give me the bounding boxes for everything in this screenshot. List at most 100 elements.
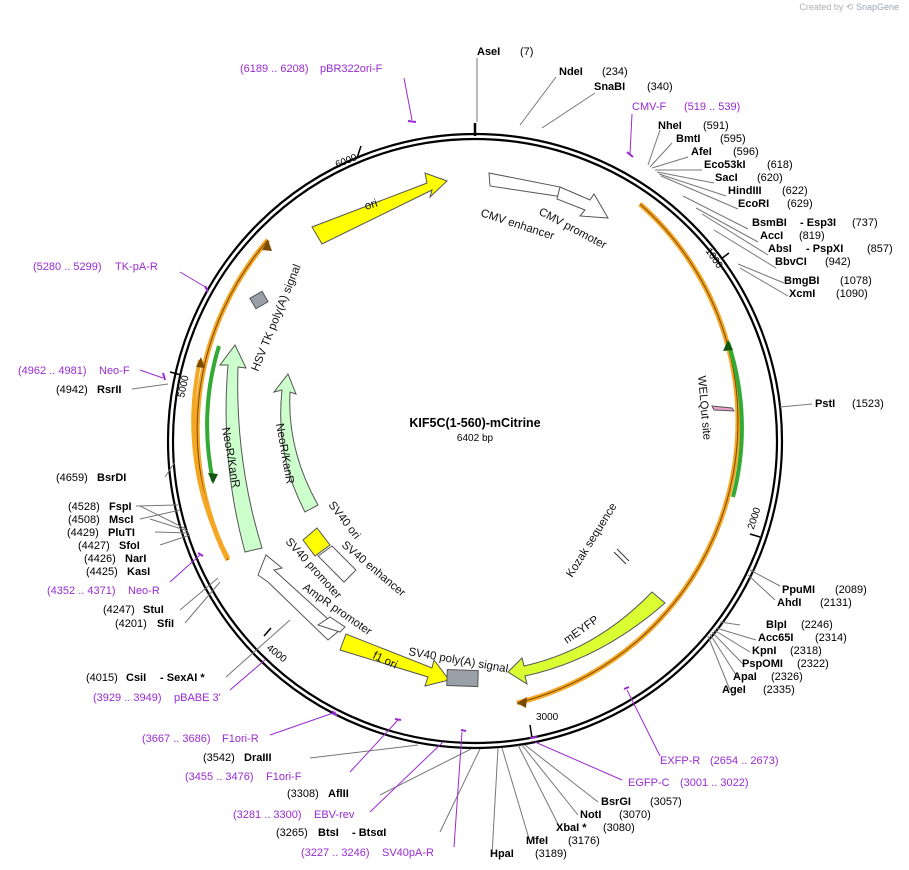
enzyme-accI: AccI <box>760 230 783 242</box>
enzyme-ahdI-pos: (2131) <box>820 597 852 609</box>
neo-kan-inner-feature[interactable] <box>272 373 319 513</box>
scale-tick-5000: 5000 <box>169 371 192 399</box>
enzyme-fspI: FspI <box>109 501 132 513</box>
enzyme-sacI: SacI <box>715 172 738 184</box>
sv40-polya-feature[interactable] <box>446 668 479 688</box>
neo-kan-outer-feature[interactable] <box>219 344 263 553</box>
primer-exfp-r: EXFP-R <box>660 755 700 767</box>
enzyme-aflII-pos: (3308) <box>287 788 319 800</box>
primer-pbr322ori-f-range: (6189 .. 6208) <box>240 63 309 75</box>
enzyme-fspI-pos: (4528) <box>68 501 100 513</box>
primer-leaders <box>139 77 661 848</box>
enzyme-aflII: AflII <box>328 788 349 800</box>
enzyme-ecoRI-pos: (629) <box>787 198 813 210</box>
enzyme-ndeI: NdeI <box>559 66 583 78</box>
enzyme-ecoRI: EcoRI <box>738 198 769 210</box>
enzyme-mfeI-pos: (3176) <box>568 835 600 847</box>
primer-f1ori-r: F1ori-R <box>222 733 259 745</box>
enzyme-pstI: PstI <box>815 398 835 410</box>
welqut-green-arrow <box>723 340 733 351</box>
enzyme-absI-pos: (857) <box>867 243 893 255</box>
enzyme-xcmI-pos: (1090) <box>836 288 868 300</box>
credit-brand: SnapGene <box>855 2 899 12</box>
enzyme-afeI-pos: (596) <box>733 146 759 158</box>
enzyme-pspOMI-pos: (2322) <box>797 658 829 670</box>
enzyme-sexAI-name: SexAI * <box>167 672 206 684</box>
ampr-promoter-feature[interactable] <box>316 616 346 633</box>
enzyme-kpnI-pos: (2318) <box>790 645 822 657</box>
kozak-label: Kozak sequence <box>564 501 619 579</box>
enzyme-mfeI: MfeI <box>526 835 548 847</box>
primer-neo-f-range: (4962 .. 4981) <box>18 365 87 377</box>
enzyme-aseI-pos: (7) <box>520 46 533 58</box>
cmv-enhancer-feature[interactable] <box>488 172 564 198</box>
welqut-label: WELQut site <box>695 375 713 440</box>
f1-ori-feature[interactable] <box>339 633 450 687</box>
plasmid-length: 6402 bp <box>457 433 494 444</box>
enzyme-bsrDI: BsrDI <box>97 472 126 484</box>
enzyme-hindIII-pos: (622) <box>782 185 808 197</box>
primer-tk-pa-r: TK-pA-R <box>115 261 158 273</box>
enzyme-leaders <box>131 58 813 856</box>
primer-pbabe3-range: (3929 .. 3949) <box>93 692 162 704</box>
welqut-feature[interactable] <box>711 405 735 412</box>
enzyme-btsalphaI: - BtsαI <box>352 827 386 839</box>
scale-tick-2000: 2000 <box>746 506 764 538</box>
enzyme-labels: AseI (7) NdeI (234) SnaBI (340) NheI (59… <box>56 46 893 860</box>
hsv-tk-label: HSV TK poly(A) signal <box>250 263 304 373</box>
enzyme-notI: NotI <box>580 809 601 821</box>
enzyme-mscI-pos: (4508) <box>68 514 100 526</box>
left-orange-arrow <box>262 240 272 251</box>
enzyme-apaI: ApaI <box>733 671 757 683</box>
cmv-promoter-feature[interactable] <box>556 186 609 219</box>
enzyme-sfiI: SfiI <box>157 618 174 630</box>
enzyme-hpaI-pos: (3189) <box>535 848 567 860</box>
enzyme-esp3I: - Esp3I <box>800 217 836 229</box>
enzyme-esp3I-name: Esp3I <box>807 217 836 229</box>
hsv-tk-polya-feature[interactable] <box>249 290 269 310</box>
enzyme-kasI: KasI <box>127 566 150 578</box>
sv40-ori-feature[interactable] <box>302 527 331 557</box>
left-orange-arrow-2 <box>196 357 205 368</box>
enzyme-pspXI-name: PspXI <box>813 243 844 255</box>
primer-ebv-rev-range: (3281 .. 3300) <box>233 809 302 821</box>
neo-green-arc <box>205 345 221 482</box>
primer-cmv-f-range: (519 .. 539) <box>684 101 740 113</box>
enzyme-apaI-pos: (2326) <box>771 671 803 683</box>
kozak-mark-2 <box>616 548 630 562</box>
snapgene-credit: Created by ⟲ SnapGene <box>799 2 899 13</box>
primer-ebv-rev: EBV-rev <box>314 809 355 821</box>
insert-arc-arrow <box>517 697 527 708</box>
enzyme-eco53kI: Eco53kI <box>704 159 746 171</box>
welqut-green-arc <box>726 341 744 498</box>
enzyme-pstI-pos: (1523) <box>852 398 884 410</box>
enzyme-narI-pos: (4426) <box>84 553 116 565</box>
primer-f1ori-r-range: (3667 .. 3686) <box>142 733 211 745</box>
primer-neo-f: Neo-F <box>99 365 130 377</box>
enzyme-btsalphaI-name: BtsαI <box>359 827 387 839</box>
enzyme-snaBI: SnaBI <box>594 81 625 93</box>
sv40-enhancer-feature[interactable] <box>317 545 357 583</box>
enzyme-bmtI: BmtI <box>676 133 700 145</box>
enzyme-bmtI-pos: (595) <box>720 133 746 145</box>
enzyme-btsI: BtsI <box>318 827 339 839</box>
enzyme-narI: NarI <box>125 553 146 565</box>
meyfp-feature[interactable] <box>507 591 666 686</box>
enzyme-eco53kI-pos: (618) <box>767 159 793 171</box>
enzyme-blpI: BlpI <box>766 619 787 631</box>
enzyme-rsrII: RsrII <box>97 384 121 396</box>
enzyme-ndeI-pos: (234) <box>602 66 628 78</box>
plasmid-name: KIF5C(1-560)-mCitrine <box>409 416 540 430</box>
enzyme-csiI-pos: (4015) <box>86 672 118 684</box>
sv40-promoter-feature[interactable] <box>257 554 341 641</box>
enzyme-acc65I: Acc65I <box>758 632 793 644</box>
ori-feature[interactable] <box>311 172 448 245</box>
enzyme-xbaI-pos: (3080) <box>603 822 635 834</box>
enzyme-sfiI-pos: (4201) <box>115 618 147 630</box>
backbone-inner <box>171 137 779 745</box>
enzyme-bsmBI: BsmBI <box>752 217 787 229</box>
enzyme-xbaI: XbaI * <box>556 822 587 834</box>
enzyme-bmgBI-pos: (1078) <box>840 275 872 287</box>
enzyme-accI-pos: (819) <box>799 230 825 242</box>
enzyme-kasI-pos: (4425) <box>86 566 118 578</box>
